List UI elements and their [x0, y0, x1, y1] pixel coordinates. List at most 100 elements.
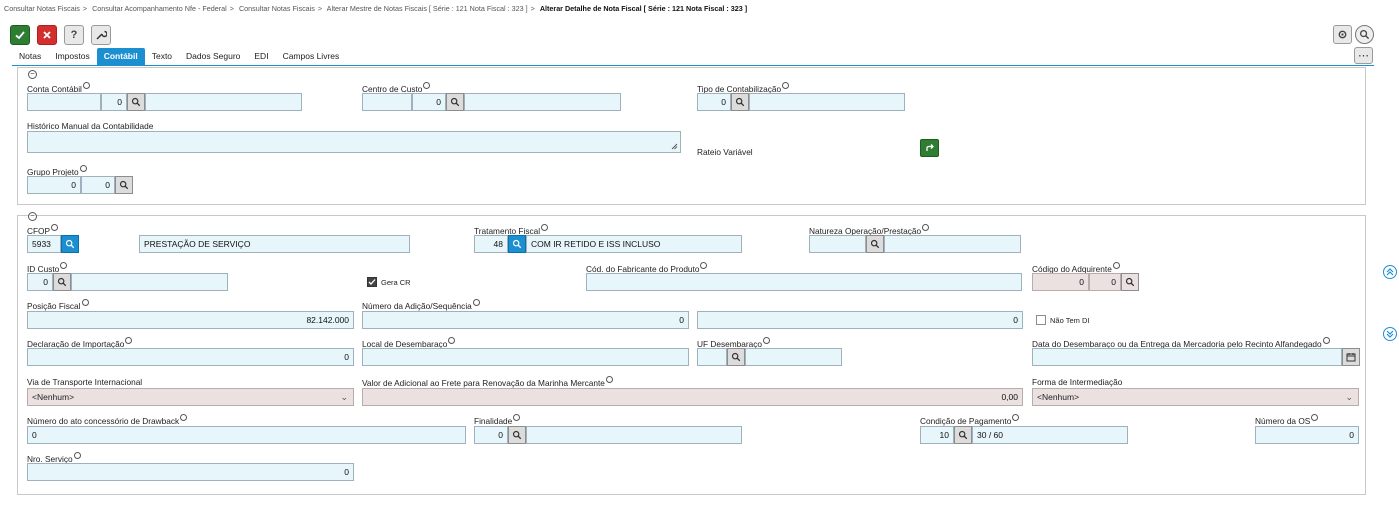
- forma-intermediacao-select[interactable]: <Nenhum>⌄: [1032, 388, 1359, 406]
- tab-dados-seguro[interactable]: Dados Seguro: [186, 51, 241, 61]
- nao-tem-di-checkbox[interactable]: [1036, 315, 1046, 325]
- conta-contabil-code-input[interactable]: [27, 93, 101, 111]
- cond-pagamento-code-input[interactable]: 10: [920, 426, 954, 444]
- breadcrumb-item[interactable]: Consultar Notas Fiscais: [238, 4, 315, 13]
- cond-pagamento-desc-input[interactable]: 30 / 60: [972, 426, 1128, 444]
- tab-texto[interactable]: Texto: [151, 51, 173, 61]
- help-icon: [81, 299, 89, 306]
- historico-textarea[interactable]: [27, 131, 681, 153]
- id-custo-search-button[interactable]: [53, 273, 71, 291]
- tratamento-fiscal-desc-input[interactable]: COM IR RETIDO E ISS INCLUSO: [526, 235, 742, 253]
- uf-desembaraco-code-input[interactable]: [697, 348, 727, 366]
- natureza-label: Natureza Operação/Prestação: [809, 224, 930, 236]
- gera-cr-checkbox[interactable]: [367, 277, 377, 287]
- finalidade-desc-input[interactable]: [526, 426, 742, 444]
- section-fiscal: [17, 215, 1366, 495]
- cancel-button[interactable]: [37, 25, 57, 45]
- decl-importacao-input[interactable]: 0: [27, 348, 354, 366]
- centro-custo-desc-input[interactable]: [464, 93, 621, 111]
- rateio-button[interactable]: [920, 139, 939, 157]
- breadcrumb-item[interactable]: Alterar Mestre de Notas Fiscais [ Série …: [326, 4, 528, 13]
- help-icon: [922, 224, 930, 231]
- help-icon: [700, 262, 708, 269]
- tab-edi[interactable]: EDI: [254, 51, 269, 61]
- centro-custo-num-input[interactable]: 0: [412, 93, 446, 111]
- finalidade-num-input[interactable]: 0: [474, 426, 508, 444]
- cfop-desc-input[interactable]: PRESTAÇÃO DE SERVIÇO: [139, 235, 410, 253]
- natureza-code-input[interactable]: [809, 235, 866, 253]
- tipo-contab-num-input[interactable]: 0: [697, 93, 731, 111]
- conta-contabil-num-input[interactable]: 0: [101, 93, 127, 111]
- help-icon: [125, 337, 133, 344]
- id-custo-desc-input[interactable]: [71, 273, 228, 291]
- uf-desembaraco-label: UF Desembaraço: [697, 337, 771, 349]
- wrench-icon: [96, 30, 107, 40]
- help-icon: [472, 299, 480, 306]
- finalidade-search-button[interactable]: [508, 426, 526, 444]
- natureza-search-button[interactable]: [866, 235, 884, 253]
- cfop-code-input[interactable]: 5933: [27, 235, 61, 253]
- tipo-contab-desc-input[interactable]: [749, 93, 905, 111]
- tab-notas[interactable]: Notas: [19, 51, 42, 61]
- conta-contabil-search-button[interactable]: [127, 93, 145, 111]
- num-adicao-label: Número da Adição/Sequência: [362, 299, 480, 311]
- posicao-fiscal-input[interactable]: 82.142.000: [27, 311, 354, 329]
- tools-button[interactable]: [91, 25, 111, 45]
- help-icon: [1311, 414, 1319, 421]
- help-icon: [448, 337, 456, 344]
- valor-adicional-input[interactable]: 0,00: [362, 388, 1023, 406]
- id-custo-num-input[interactable]: 0: [27, 273, 53, 291]
- grupo-projeto-label: Grupo Projeto: [27, 165, 87, 177]
- more-options-button[interactable]: ⋯: [1354, 47, 1373, 64]
- historico-label: Histórico Manual da Contabilidade: [27, 121, 154, 131]
- centro-custo-search-button[interactable]: [446, 93, 464, 111]
- scroll-down-button[interactable]: [1383, 327, 1397, 341]
- num-adicao-input-1[interactable]: 0: [362, 311, 689, 329]
- local-desembaraco-input[interactable]: [362, 348, 689, 366]
- cod-adquirente-input-2[interactable]: 0: [1089, 273, 1121, 291]
- help-button[interactable]: ?: [64, 25, 84, 45]
- cod-fabricante-input[interactable]: [586, 273, 1022, 291]
- tab-impostos[interactable]: Impostos: [55, 51, 90, 61]
- cond-pagamento-search-button[interactable]: [954, 426, 972, 444]
- help-icon: [605, 376, 613, 383]
- cod-adquirente-search-button[interactable]: [1121, 273, 1139, 291]
- collapse-section-icon[interactable]: −: [28, 212, 37, 221]
- search-button[interactable]: [1355, 25, 1374, 44]
- conta-contabil-desc-input[interactable]: [145, 93, 302, 111]
- tab-contabil[interactable]: Contábil: [96, 48, 145, 65]
- grupo-projeto-search-button[interactable]: [115, 176, 133, 194]
- resize-grip-icon: [671, 143, 678, 150]
- centro-custo-code-input[interactable]: [362, 93, 412, 111]
- search-icon: [735, 97, 745, 107]
- settings-button[interactable]: [1333, 25, 1352, 44]
- confirm-button[interactable]: [10, 25, 30, 45]
- num-drawback-input[interactable]: 0: [27, 426, 466, 444]
- help-icon: [180, 414, 188, 421]
- cfop-search-button[interactable]: [61, 235, 79, 253]
- tipo-contab-search-button[interactable]: [731, 93, 749, 111]
- natureza-desc-input[interactable]: [884, 235, 1021, 253]
- scroll-up-button[interactable]: [1383, 265, 1397, 279]
- grupo-projeto-input-2[interactable]: 0: [81, 176, 115, 194]
- uf-desembaraco-desc-input[interactable]: [745, 348, 842, 366]
- tratamento-fiscal-search-button[interactable]: [508, 235, 526, 253]
- cod-adquirente-input-1[interactable]: 0: [1032, 273, 1089, 291]
- num-adicao-input-2[interactable]: 0: [697, 311, 1023, 329]
- search-icon: [65, 239, 75, 249]
- help-icon: [51, 224, 59, 231]
- search-icon: [512, 430, 522, 440]
- grupo-projeto-input-1[interactable]: 0: [27, 176, 81, 194]
- nro-servico-input[interactable]: 0: [27, 463, 354, 481]
- breadcrumb-item[interactable]: Consultar Notas Fiscais: [4, 4, 80, 13]
- tratamento-fiscal-code-input[interactable]: 48: [474, 235, 508, 253]
- num-os-input[interactable]: 0: [1255, 426, 1359, 444]
- collapse-section-icon[interactable]: −: [28, 70, 37, 79]
- calendar-button[interactable]: [1342, 348, 1360, 366]
- breadcrumb-item[interactable]: Consultar Acompanhamento Nfe - Federal: [92, 4, 227, 13]
- via-transporte-select[interactable]: <Nenhum>⌄: [27, 388, 354, 406]
- uf-desembaraco-search-button[interactable]: [727, 348, 745, 366]
- help-icon: [1322, 337, 1330, 344]
- data-desembaraco-input[interactable]: [1032, 348, 1342, 366]
- tab-campos-livres[interactable]: Campos Livres: [282, 51, 340, 61]
